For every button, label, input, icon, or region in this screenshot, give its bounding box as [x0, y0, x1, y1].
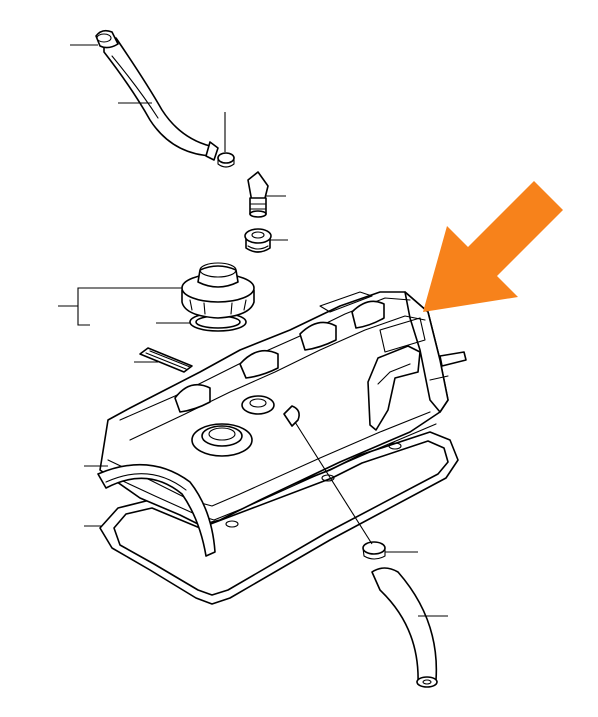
- filler-cap-gasket: [189, 312, 247, 332]
- leader-lines: [58, 44, 448, 617]
- hose-clamp-upper: [217, 152, 235, 168]
- oil-filler-cap: [181, 262, 255, 319]
- leader-breather-nipple: [294, 421, 373, 545]
- cylinder-head-cover: [99, 291, 467, 528]
- leader-filler-cap-group: [77, 287, 182, 326]
- orange-arrow-icon: [423, 181, 563, 312]
- spark-plug-seal: [97, 463, 216, 557]
- pcv-valve: [247, 171, 269, 218]
- pcv-grommet: [244, 228, 272, 253]
- breather-hose-lower: [371, 567, 438, 688]
- cover-label: [139, 347, 193, 373]
- breather-hose-upper: [95, 29, 219, 161]
- hose-clamp-lower: [362, 541, 386, 560]
